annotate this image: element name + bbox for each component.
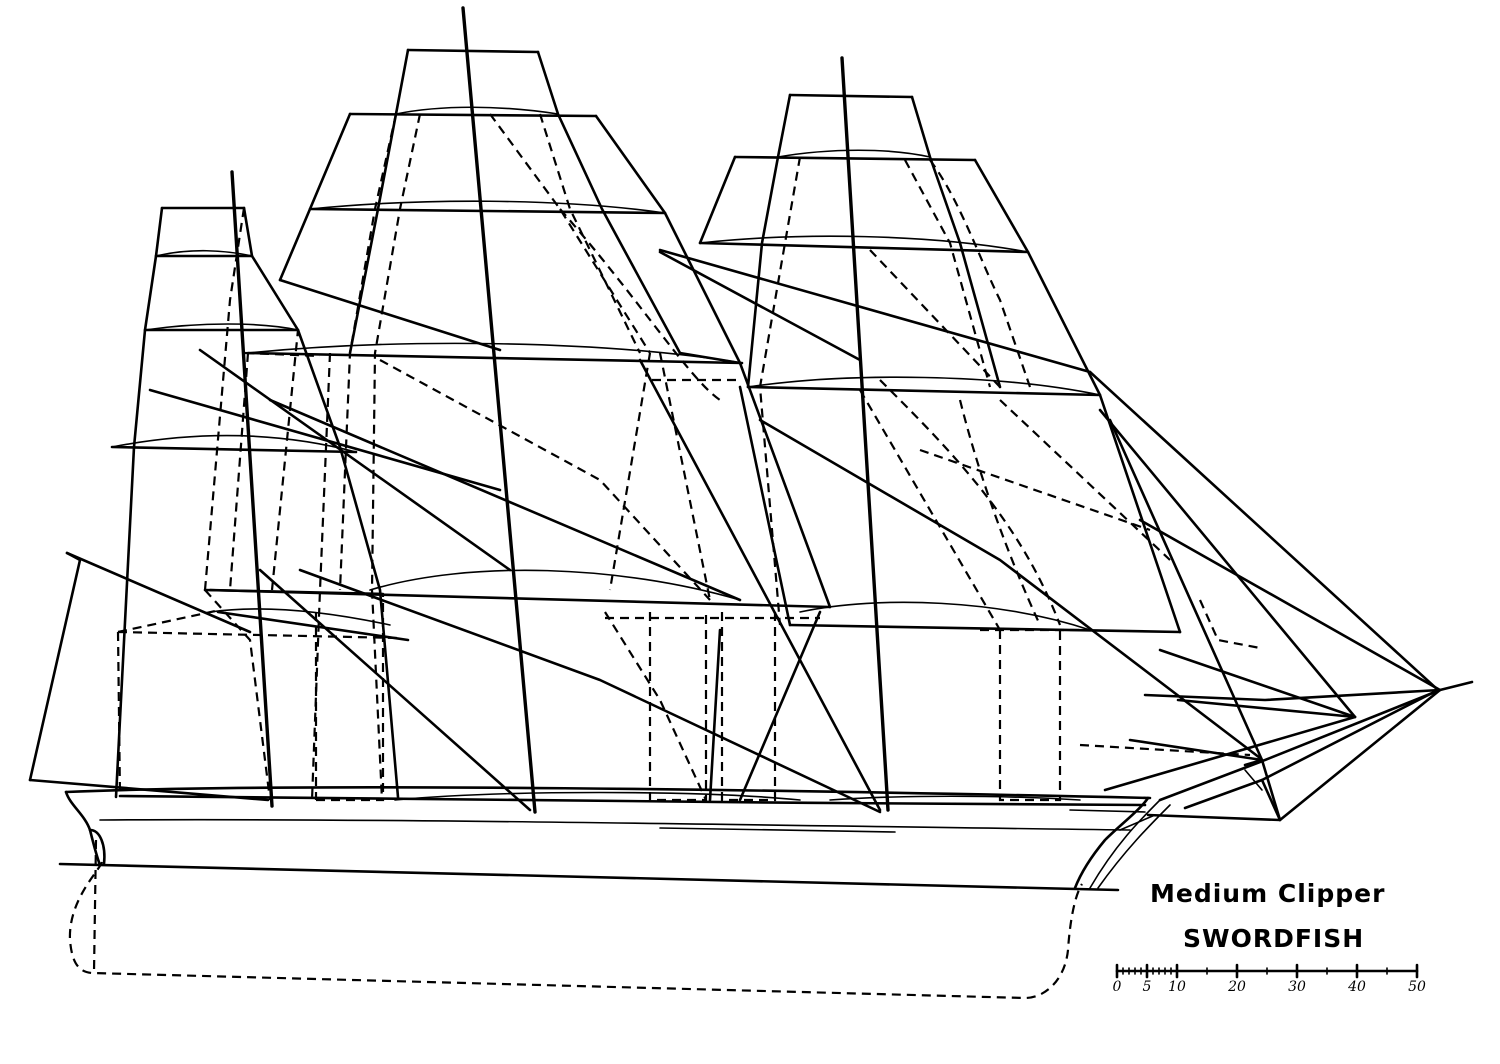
- main-mast: [208, 6, 882, 814]
- hull: [58, 786, 1171, 1000]
- fore-mast-spar: [840, 56, 890, 812]
- title-line-1: Medium Clipper: [1150, 879, 1385, 908]
- fore-mast: [658, 56, 1264, 812]
- spanker-gaff: [65, 551, 252, 634]
- scale-tick-label: 30: [1288, 979, 1306, 995]
- scale-tick-label: 40: [1347, 979, 1366, 995]
- keel-underwater-outline: [68, 861, 1083, 1000]
- hull-sheer-line: [64, 786, 1152, 800]
- mizzen-mast-spar: [230, 170, 274, 808]
- main-mast-spar: [461, 6, 537, 814]
- scale-tick-label: 50: [1408, 979, 1426, 995]
- stern: [64, 790, 102, 867]
- scale-bar: 0 5 10 20 30 40 50: [1113, 963, 1426, 995]
- title-line-2: SWORDFISH: [1183, 924, 1364, 953]
- scale-tick-label: 10: [1168, 979, 1186, 995]
- scale-tick-label: 0: [1113, 979, 1122, 995]
- waterline: [58, 862, 1120, 892]
- stem: [1073, 796, 1150, 890]
- scale-tick-label: 5: [1143, 979, 1152, 995]
- mizzen-mast: [28, 170, 532, 812]
- scale-tick-label: 20: [1227, 979, 1246, 995]
- title-block: Medium Clipper SWORDFISH: [1150, 879, 1385, 953]
- bowsprit: [1079, 370, 1474, 822]
